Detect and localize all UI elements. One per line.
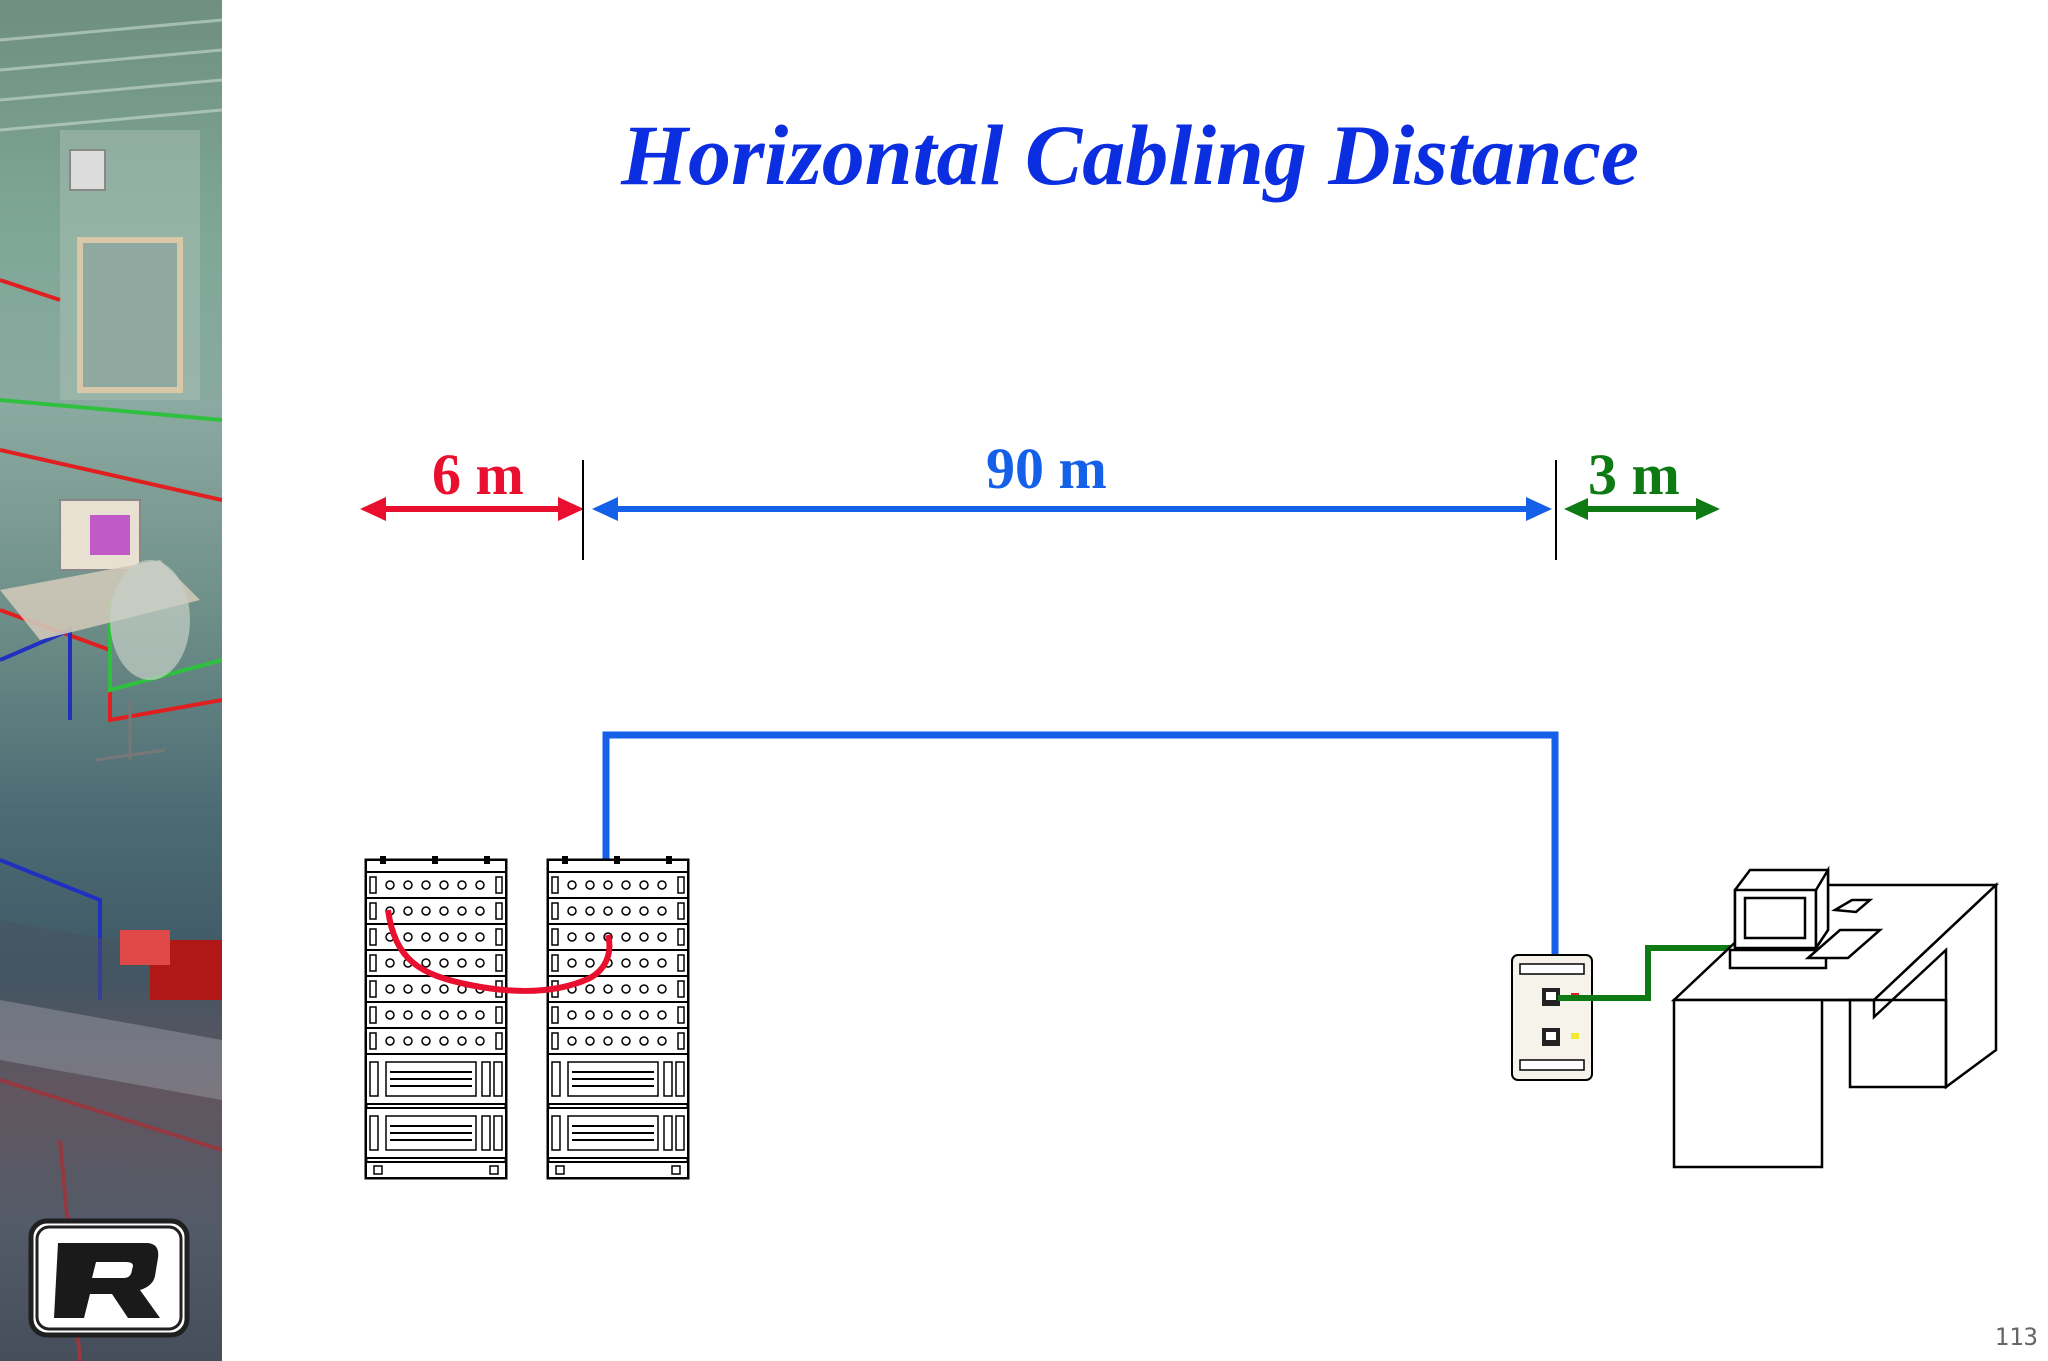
- work-area-cable: [1558, 945, 1735, 1001]
- company-logo: [28, 1218, 190, 1338]
- page-number: 113: [1994, 1323, 2038, 1351]
- slide-title: Horizontal Cabling Distance: [621, 107, 1639, 203]
- patch-distance-label: 6 m: [432, 442, 524, 507]
- horizontal-cable: [602, 731, 1559, 955]
- wall-outlet: [1511, 954, 1593, 1081]
- work-area-distance-label: 3 m: [1588, 442, 1680, 507]
- computer: [1728, 865, 1884, 970]
- decorative-sidebar: [0, 0, 222, 1361]
- desk: [1670, 882, 2000, 1169]
- patch-rack-right: [548, 856, 688, 1178]
- patch-distance-arrow: [360, 497, 584, 521]
- patch-rack-left: [366, 856, 506, 1178]
- patch-cord: [385, 909, 613, 994]
- horizontal-distance-arrow: [592, 497, 1552, 521]
- horizontal-distance-label: 90 m: [986, 436, 1107, 501]
- work-area-distance-arrow: [1564, 498, 1720, 520]
